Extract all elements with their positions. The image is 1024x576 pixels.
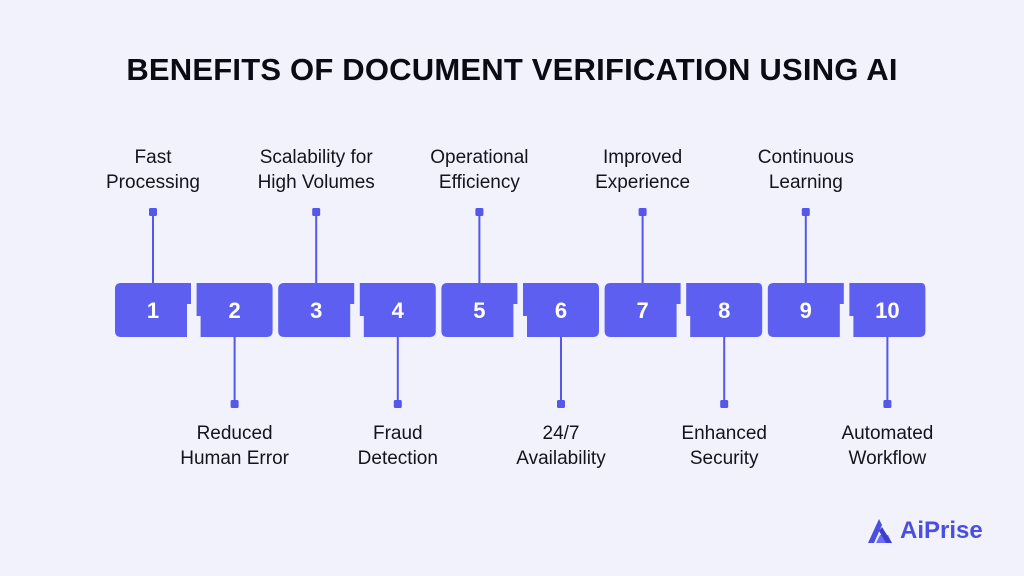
step-label-line: Reduced xyxy=(196,423,273,444)
connector-dot xyxy=(883,400,892,408)
step-label-line: Enhanced xyxy=(681,423,767,444)
step-piece-4: 4 xyxy=(359,283,436,408)
connector-dot xyxy=(638,208,647,216)
step-piece-body xyxy=(441,283,518,337)
step-label-line: High Volumes xyxy=(257,172,375,193)
step-piece-3: 3 xyxy=(278,208,355,337)
step-number: 9 xyxy=(800,298,812,323)
step-piece-body xyxy=(196,283,273,337)
step-piece-body xyxy=(686,283,763,337)
step-piece-10: 10 xyxy=(849,283,926,408)
step-label-line: Learning xyxy=(768,172,843,193)
step-label-line: Operational xyxy=(430,147,529,168)
connector-dot xyxy=(312,208,321,216)
connector-dot xyxy=(230,400,239,408)
step-number: 8 xyxy=(718,298,730,323)
connector-dot xyxy=(557,400,565,408)
connector-dot xyxy=(801,208,810,216)
step-label-line: Improved xyxy=(602,147,683,168)
page-title: BENEFITS OF DOCUMENT VERIFICATION USING … xyxy=(126,52,898,87)
step-piece-body xyxy=(849,283,926,337)
step-number: 1 xyxy=(147,298,159,323)
connector-dot xyxy=(475,208,484,216)
step-number: 3 xyxy=(310,298,322,323)
step-label-line: Security xyxy=(689,448,759,469)
step-piece-body xyxy=(359,283,436,337)
step-piece-8: 8 xyxy=(686,283,763,408)
step-number: 6 xyxy=(555,298,567,323)
step-piece-7: 7 xyxy=(604,208,681,337)
step-piece-body xyxy=(523,283,599,337)
step-label-line: Fast xyxy=(134,147,172,168)
connector-dot xyxy=(149,208,157,216)
step-label-line: Human Error xyxy=(180,448,289,469)
step-number: 10 xyxy=(875,298,899,323)
connector-dot xyxy=(720,400,729,408)
step-piece-body xyxy=(604,283,681,337)
step-piece-5: 5 xyxy=(441,208,518,337)
step-label-line: Scalability for xyxy=(259,147,373,168)
step-piece-body xyxy=(278,283,355,337)
step-label-line: 24/7 xyxy=(542,423,580,444)
step-number: 4 xyxy=(392,298,405,323)
step-piece-body xyxy=(115,283,191,337)
step-label-line: Detection xyxy=(357,448,438,469)
step-label-line: Continuous xyxy=(757,147,854,168)
step-number: 7 xyxy=(636,298,648,323)
connector-dot xyxy=(393,400,402,408)
step-piece-9: 9 xyxy=(767,208,844,337)
step-label-line: Efficiency xyxy=(438,172,520,193)
step-piece-6: 6 xyxy=(523,283,599,408)
step-label-line: Workflow xyxy=(848,448,927,469)
step-label-line: Availability xyxy=(516,448,606,469)
step-number: 2 xyxy=(228,298,240,323)
step-piece-2: 2 xyxy=(196,283,273,408)
step-label-line: Processing xyxy=(106,172,200,193)
step-piece-body xyxy=(767,283,844,337)
step-label-line: Experience xyxy=(595,172,691,193)
step-label-line: Automated xyxy=(841,423,934,444)
step-label-line: Fraud xyxy=(372,423,423,444)
step-piece-1: 1 xyxy=(115,208,191,337)
brand-name: AiPrise xyxy=(900,517,983,544)
aiprise-logo-icon xyxy=(868,519,892,543)
step-number: 5 xyxy=(473,298,485,323)
